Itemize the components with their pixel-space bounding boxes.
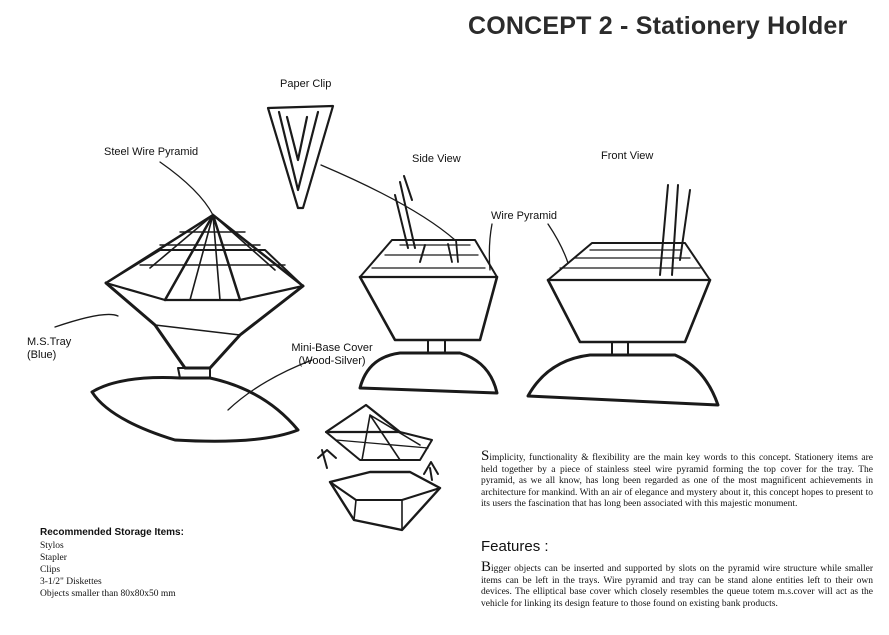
storage-heading: Recommended Storage Items: <box>40 527 184 538</box>
page-title: CONCEPT 2 - Stationery Holder <box>468 12 848 40</box>
steel-wire-pyramid-label: Steel Wire Pyramid <box>104 146 199 158</box>
mini-base-label-line1: Mini-Base Cover <box>291 342 373 354</box>
storage-item: Objects smaller than 80x80x50 mm <box>40 589 176 599</box>
paper-clip-label: Paper Clip <box>280 78 332 90</box>
paper-clip-sketch <box>266 104 335 210</box>
features-text: igger objects can be inserted and suppor… <box>481 564 873 609</box>
mini-base-cover-label: Mini-Base Cover (Wood-Silver) <box>290 342 374 368</box>
storage-item: Clips <box>40 565 61 575</box>
intro-first-letter: S <box>481 448 490 464</box>
recommended-storage-list: Recommended Storage Items: Stylos Staple… <box>40 527 240 600</box>
features-first-letter: B <box>481 559 492 575</box>
ms-tray-label-line1: M.S.Tray <box>27 336 72 348</box>
leader-lines <box>54 161 569 411</box>
features-heading: Features : <box>481 538 549 555</box>
side-view-sketch <box>358 175 499 395</box>
ms-tray-label-line2: (Blue) <box>27 349 57 361</box>
features-paragraph: Bigger objects can be inserted and suppo… <box>481 559 873 610</box>
front-view-label: Front View <box>601 150 654 162</box>
ms-tray-label: M.S.Tray (Blue) <box>27 336 71 362</box>
wire-pyramid-label: Wire Pyramid <box>491 210 558 222</box>
intro-text: implicity, functionality & flexibility a… <box>481 453 873 510</box>
side-view-label: Side View <box>412 153 461 165</box>
storage-item: Stylos <box>40 541 64 551</box>
intro-paragraph: Simplicity, functionality & flexibility … <box>481 448 873 511</box>
exploded-sketch <box>317 403 442 532</box>
front-view-sketch <box>526 184 720 407</box>
storage-item: Stapler <box>40 553 67 563</box>
mini-base-label-line2: (Wood-Silver) <box>298 355 366 367</box>
storage-item: 3-1/2" Diskettes <box>40 577 102 587</box>
main-perspective-sketch <box>90 213 305 443</box>
